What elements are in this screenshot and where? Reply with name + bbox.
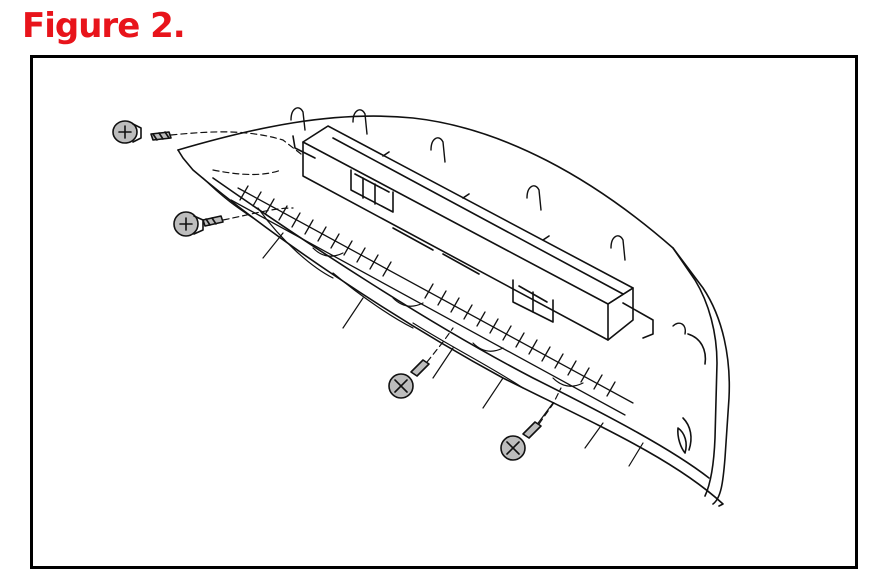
control-module	[292, 125, 654, 341]
screw-2	[173, 211, 224, 237]
leader-lines	[170, 131, 562, 425]
diagram-frame	[30, 55, 858, 569]
screw-4	[500, 421, 542, 461]
trim-panel	[177, 115, 731, 507]
screw-1	[112, 120, 172, 144]
panel-ribs	[202, 177, 644, 467]
figure-title: Figure 2.	[22, 6, 186, 46]
vent-grille-lower	[230, 185, 634, 416]
exploded-view-illustration	[112, 107, 731, 507]
screw-3	[388, 359, 430, 399]
retaining-clips	[290, 107, 687, 335]
